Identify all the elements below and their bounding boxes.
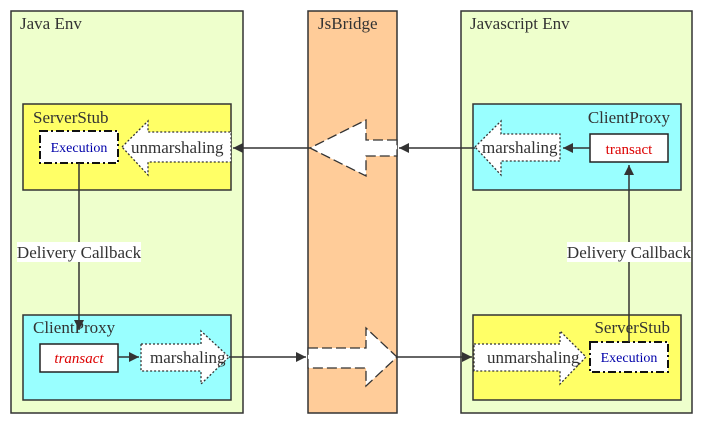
java-env-title: Java Env [20, 14, 82, 33]
java-unmarshaling-label: unmarshaling [131, 138, 224, 157]
js-server-stub-title: ServerStub [594, 318, 670, 337]
java-transact-box [39, 343, 119, 373]
java-server-stub: ServerStub Execution unmarshaling [22, 103, 232, 191]
js-marshaling-arrow [474, 119, 561, 177]
java-client-proxy: ClientProxy transact marshaling [22, 314, 232, 401]
java-transact-label: transact [54, 351, 104, 367]
js-server-stub: ServerStub unmarshaling Execution [472, 314, 682, 401]
java-marshaling-label: marshaling [150, 348, 226, 367]
connector-lines [74, 143, 634, 362]
js-client-proxy: ClientProxy transact marshaling [472, 103, 682, 191]
js-execution-label: Execution [601, 351, 658, 366]
js-marshaling-label: marshaling [482, 138, 558, 157]
java-unmarshaling-arrow [121, 119, 232, 177]
js-delivery-callback-label: Delivery Callback [567, 242, 692, 262]
java-server-stub-title: ServerStub [33, 108, 109, 127]
java-execution-label: Execution [51, 141, 108, 156]
js-transact-label: transact [606, 142, 653, 158]
js-client-proxy-title: ClientProxy [588, 108, 671, 127]
java-client-proxy-title: ClientProxy [33, 318, 116, 337]
js-unmarshaling-label: unmarshaling [487, 348, 580, 367]
java-delivery-callback-text: Delivery Callback [17, 243, 142, 262]
java-marshaling-arrow [140, 329, 230, 386]
js-unmarshaling-arrow [473, 329, 587, 386]
js-delivery-callback-text: Delivery Callback [567, 243, 692, 262]
bridge-left-arrow [308, 118, 398, 178]
jsbridge-title: JsBridge [318, 14, 378, 33]
javascript-env-title: Javascript Env [470, 14, 570, 33]
js-transact-box [589, 133, 669, 163]
bridge-right-arrow [307, 326, 398, 388]
java-delivery-callback-label: Delivery Callback [17, 242, 142, 262]
